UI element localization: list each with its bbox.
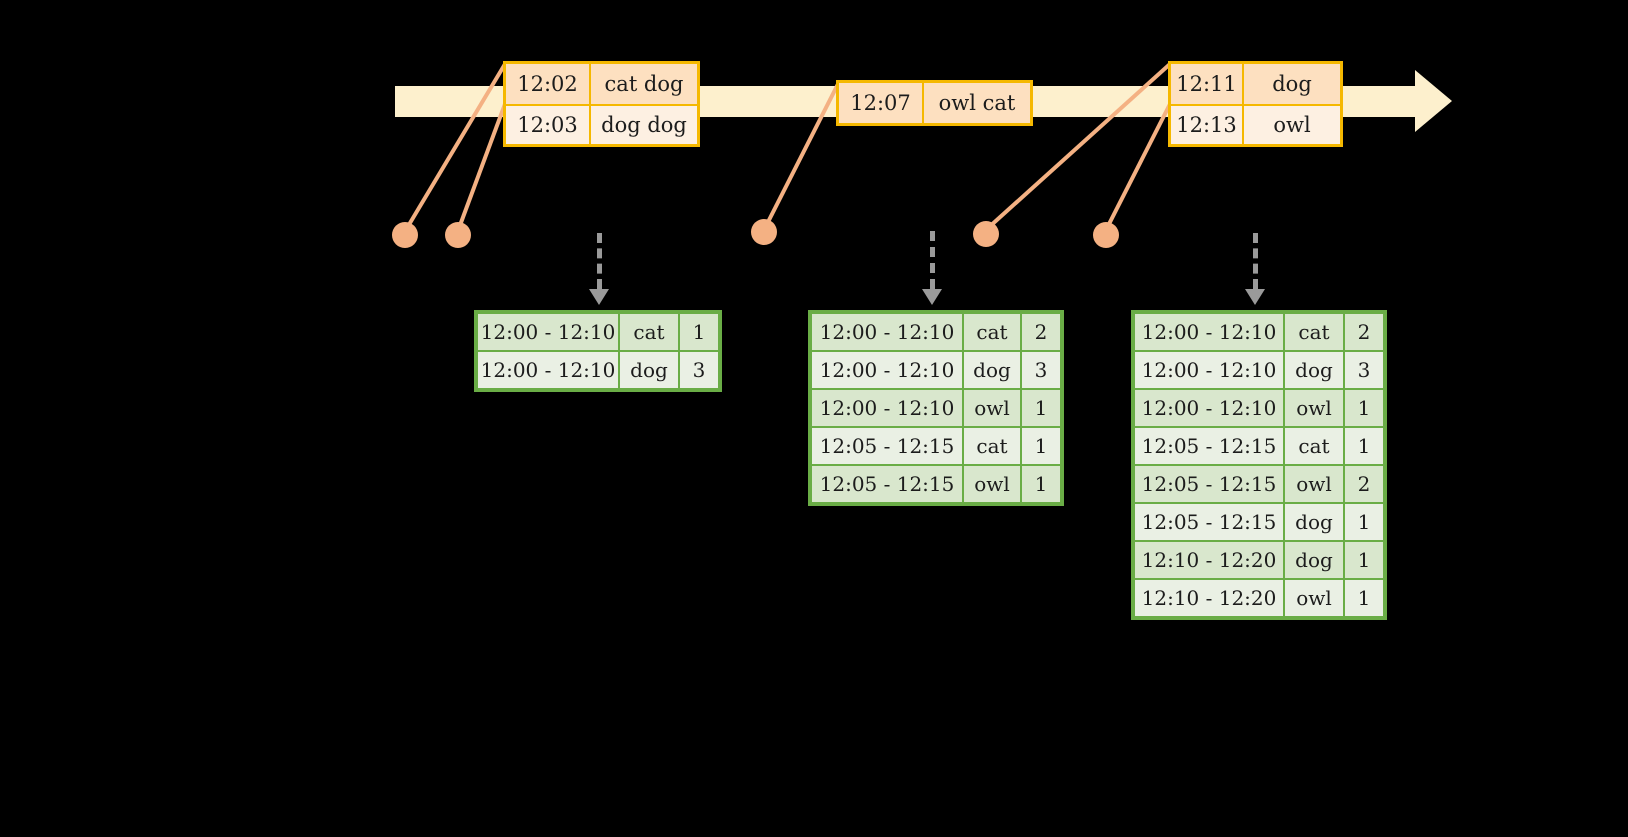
window-cell: 12:00 - 12:10	[812, 390, 962, 426]
event-box-1[interactable]: 12:02 cat dog 12:03 dog dog	[503, 61, 700, 147]
event-time: 12:13	[1171, 106, 1244, 144]
window-cell: 12:00 - 12:10	[478, 352, 618, 388]
word-cell: dog	[1285, 542, 1343, 578]
word-cell: cat	[964, 314, 1020, 350]
count-cell: 1	[1345, 504, 1383, 540]
word-cell: dog	[620, 352, 678, 388]
window-cell: 12:00 - 12:10	[1135, 352, 1283, 388]
connector-dot-12-03	[445, 222, 471, 248]
timeline-arrowhead-icon	[1415, 70, 1452, 132]
count-cell: 1	[1345, 580, 1383, 616]
event-time: 12:11	[1171, 64, 1244, 104]
window-cell: 12:00 - 12:10	[478, 314, 618, 350]
window-cell: 12:10 - 12:20	[1135, 542, 1283, 578]
count-cell: 3	[1022, 352, 1060, 388]
count-cell: 3	[1345, 352, 1383, 388]
word-cell: owl	[1285, 580, 1343, 616]
word-cell: cat	[1285, 428, 1343, 464]
emit-arrow-1	[589, 233, 609, 305]
event-words: cat dog	[591, 64, 697, 104]
emit-arrow-3	[1245, 233, 1265, 305]
window-cell: 12:05 - 12:15	[1135, 428, 1283, 464]
count-cell: 1	[1345, 390, 1383, 426]
word-cell: owl	[964, 466, 1020, 502]
count-cell: 1	[1345, 428, 1383, 464]
connector-dot-12-13	[1093, 222, 1119, 248]
window-cell: 12:00 - 12:10	[1135, 390, 1283, 426]
connector-dot-12-07	[751, 219, 777, 245]
window-cell: 12:05 - 12:15	[812, 428, 962, 464]
count-cell: 2	[1345, 466, 1383, 502]
event-box-3[interactable]: 12:11 dog 12:13 owl	[1168, 61, 1343, 147]
event-row: 12:03 dog dog	[506, 104, 697, 144]
event-words: dog	[1244, 64, 1340, 104]
word-cell: cat	[1285, 314, 1343, 350]
word-cell: dog	[1285, 352, 1343, 388]
event-box-2[interactable]: 12:07 owl cat	[836, 80, 1033, 126]
word-cell: dog	[964, 352, 1020, 388]
word-cell: owl	[1285, 466, 1343, 502]
count-cell: 1	[1022, 390, 1060, 426]
word-cell: cat	[964, 428, 1020, 464]
count-cell: 2	[1022, 314, 1060, 350]
window-cell: 12:05 - 12:15	[1135, 504, 1283, 540]
window-cell: 12:05 - 12:15	[812, 466, 962, 502]
count-cell: 1	[1345, 542, 1383, 578]
event-words: dog dog	[591, 106, 697, 144]
event-time: 12:07	[839, 83, 924, 123]
window-cell: 12:00 - 12:10	[812, 314, 962, 350]
window-cell: 12:10 - 12:20	[1135, 580, 1283, 616]
word-cell: dog	[1285, 504, 1343, 540]
event-time: 12:03	[506, 106, 591, 144]
window-cell: 12:00 - 12:10	[1135, 314, 1283, 350]
event-row: 12:13 owl	[1171, 104, 1340, 144]
window-cell: 12:00 - 12:10	[812, 352, 962, 388]
count-cell: 1	[1022, 428, 1060, 464]
count-cell: 1	[680, 314, 718, 350]
window-cell: 12:05 - 12:15	[1135, 466, 1283, 502]
word-cell: owl	[964, 390, 1020, 426]
word-cell: owl	[1285, 390, 1343, 426]
connector-dot-12-02	[392, 222, 418, 248]
event-row: 12:02 cat dog	[506, 64, 697, 104]
count-cell: 1	[1022, 466, 1060, 502]
word-cell: cat	[620, 314, 678, 350]
event-time: 12:02	[506, 64, 591, 104]
count-cell: 3	[680, 352, 718, 388]
event-row: 12:07 owl cat	[839, 83, 1030, 123]
event-row: 12:11 dog	[1171, 64, 1340, 104]
event-words: owl cat	[924, 83, 1030, 123]
event-words: owl	[1244, 106, 1340, 144]
count-cell: 2	[1345, 314, 1383, 350]
connector-dot-12-11	[973, 221, 999, 247]
emit-arrow-2	[922, 231, 942, 305]
